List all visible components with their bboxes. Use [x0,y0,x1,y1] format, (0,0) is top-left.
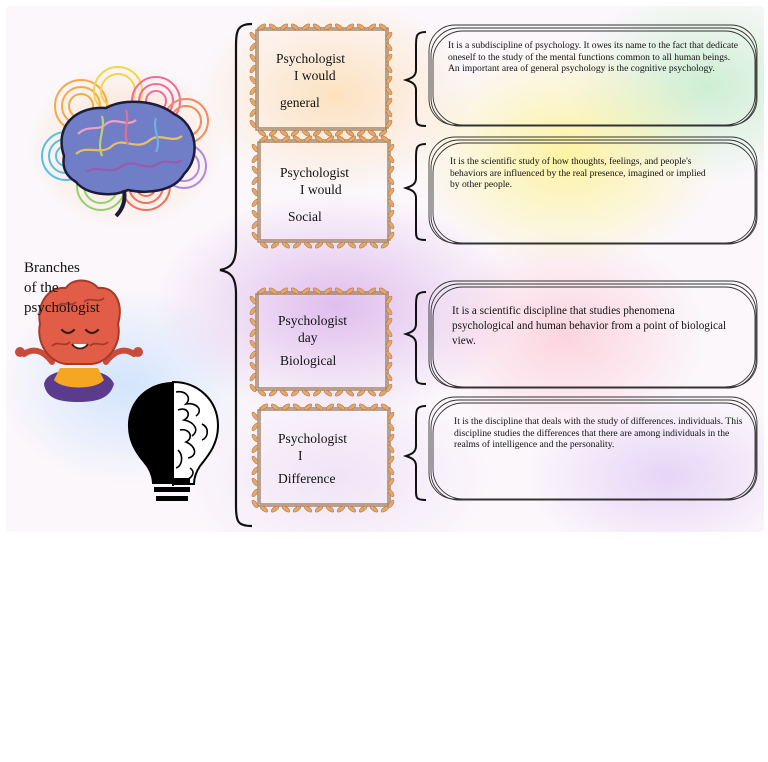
description-text-2: It is the scientific study of how though… [450,156,706,191]
branch-3-line-2: day [298,330,318,345]
meditating-brain-icon [15,279,143,402]
brace-1 [402,31,427,127]
branch-3-line-1: Psychologist [278,313,348,328]
vine-frame-1 [249,23,393,137]
description-text-1: It is a subdiscipline of psychology. It … [448,40,739,75]
title-line-2: of the [24,280,59,296]
description-box-3 [428,280,758,389]
diagram-canvas: Branches of the psychologist Psychologis… [6,6,764,532]
description-box-1 [428,24,758,127]
branch-1-line-1: Psychologist [276,51,346,66]
brace-2 [402,143,427,241]
vine-frame-3 [249,287,393,397]
brain-icon [41,66,209,218]
branch-2-line-1: Psychologist [280,165,350,180]
title-line-3: psychologist [24,300,100,316]
branch-4-line-1: Psychologist [278,431,348,446]
description-text-3: It is a scientific discipline that studi… [452,305,727,347]
branch-1-line-2: I would [294,68,336,83]
description-text-4: It is the discipline that deals with the… [454,416,743,451]
branch-2-line-3: Social [288,209,322,224]
branch-4-line-2: I [298,448,303,463]
vine-frame-4 [251,403,395,513]
branch-1-line-3: general [280,95,320,110]
graphics-layer [15,22,758,528]
brace-3 [402,291,427,385]
branch-3-line-3: Biological [280,353,337,368]
vine-frame-2 [251,135,395,249]
branch-label-4: Psychologist I Difference [270,430,390,487]
diagram-title: Branches of the psychologist [24,258,134,318]
branch-2-line-2: I would [300,182,342,197]
branch-label-1: Psychologist I would general [264,50,384,111]
lightbulb-brain-icon [128,380,220,501]
description-box-4 [428,396,758,501]
main-brace [219,22,253,528]
branch-label-2: Psychologist I would Social [268,164,388,225]
title-line-1: Branches [24,260,80,276]
brace-4 [402,405,427,501]
description-box-2 [428,136,758,245]
branch-4-line-3: Difference [278,471,336,486]
branch-label-3: Psychologist day Biological [270,312,390,369]
